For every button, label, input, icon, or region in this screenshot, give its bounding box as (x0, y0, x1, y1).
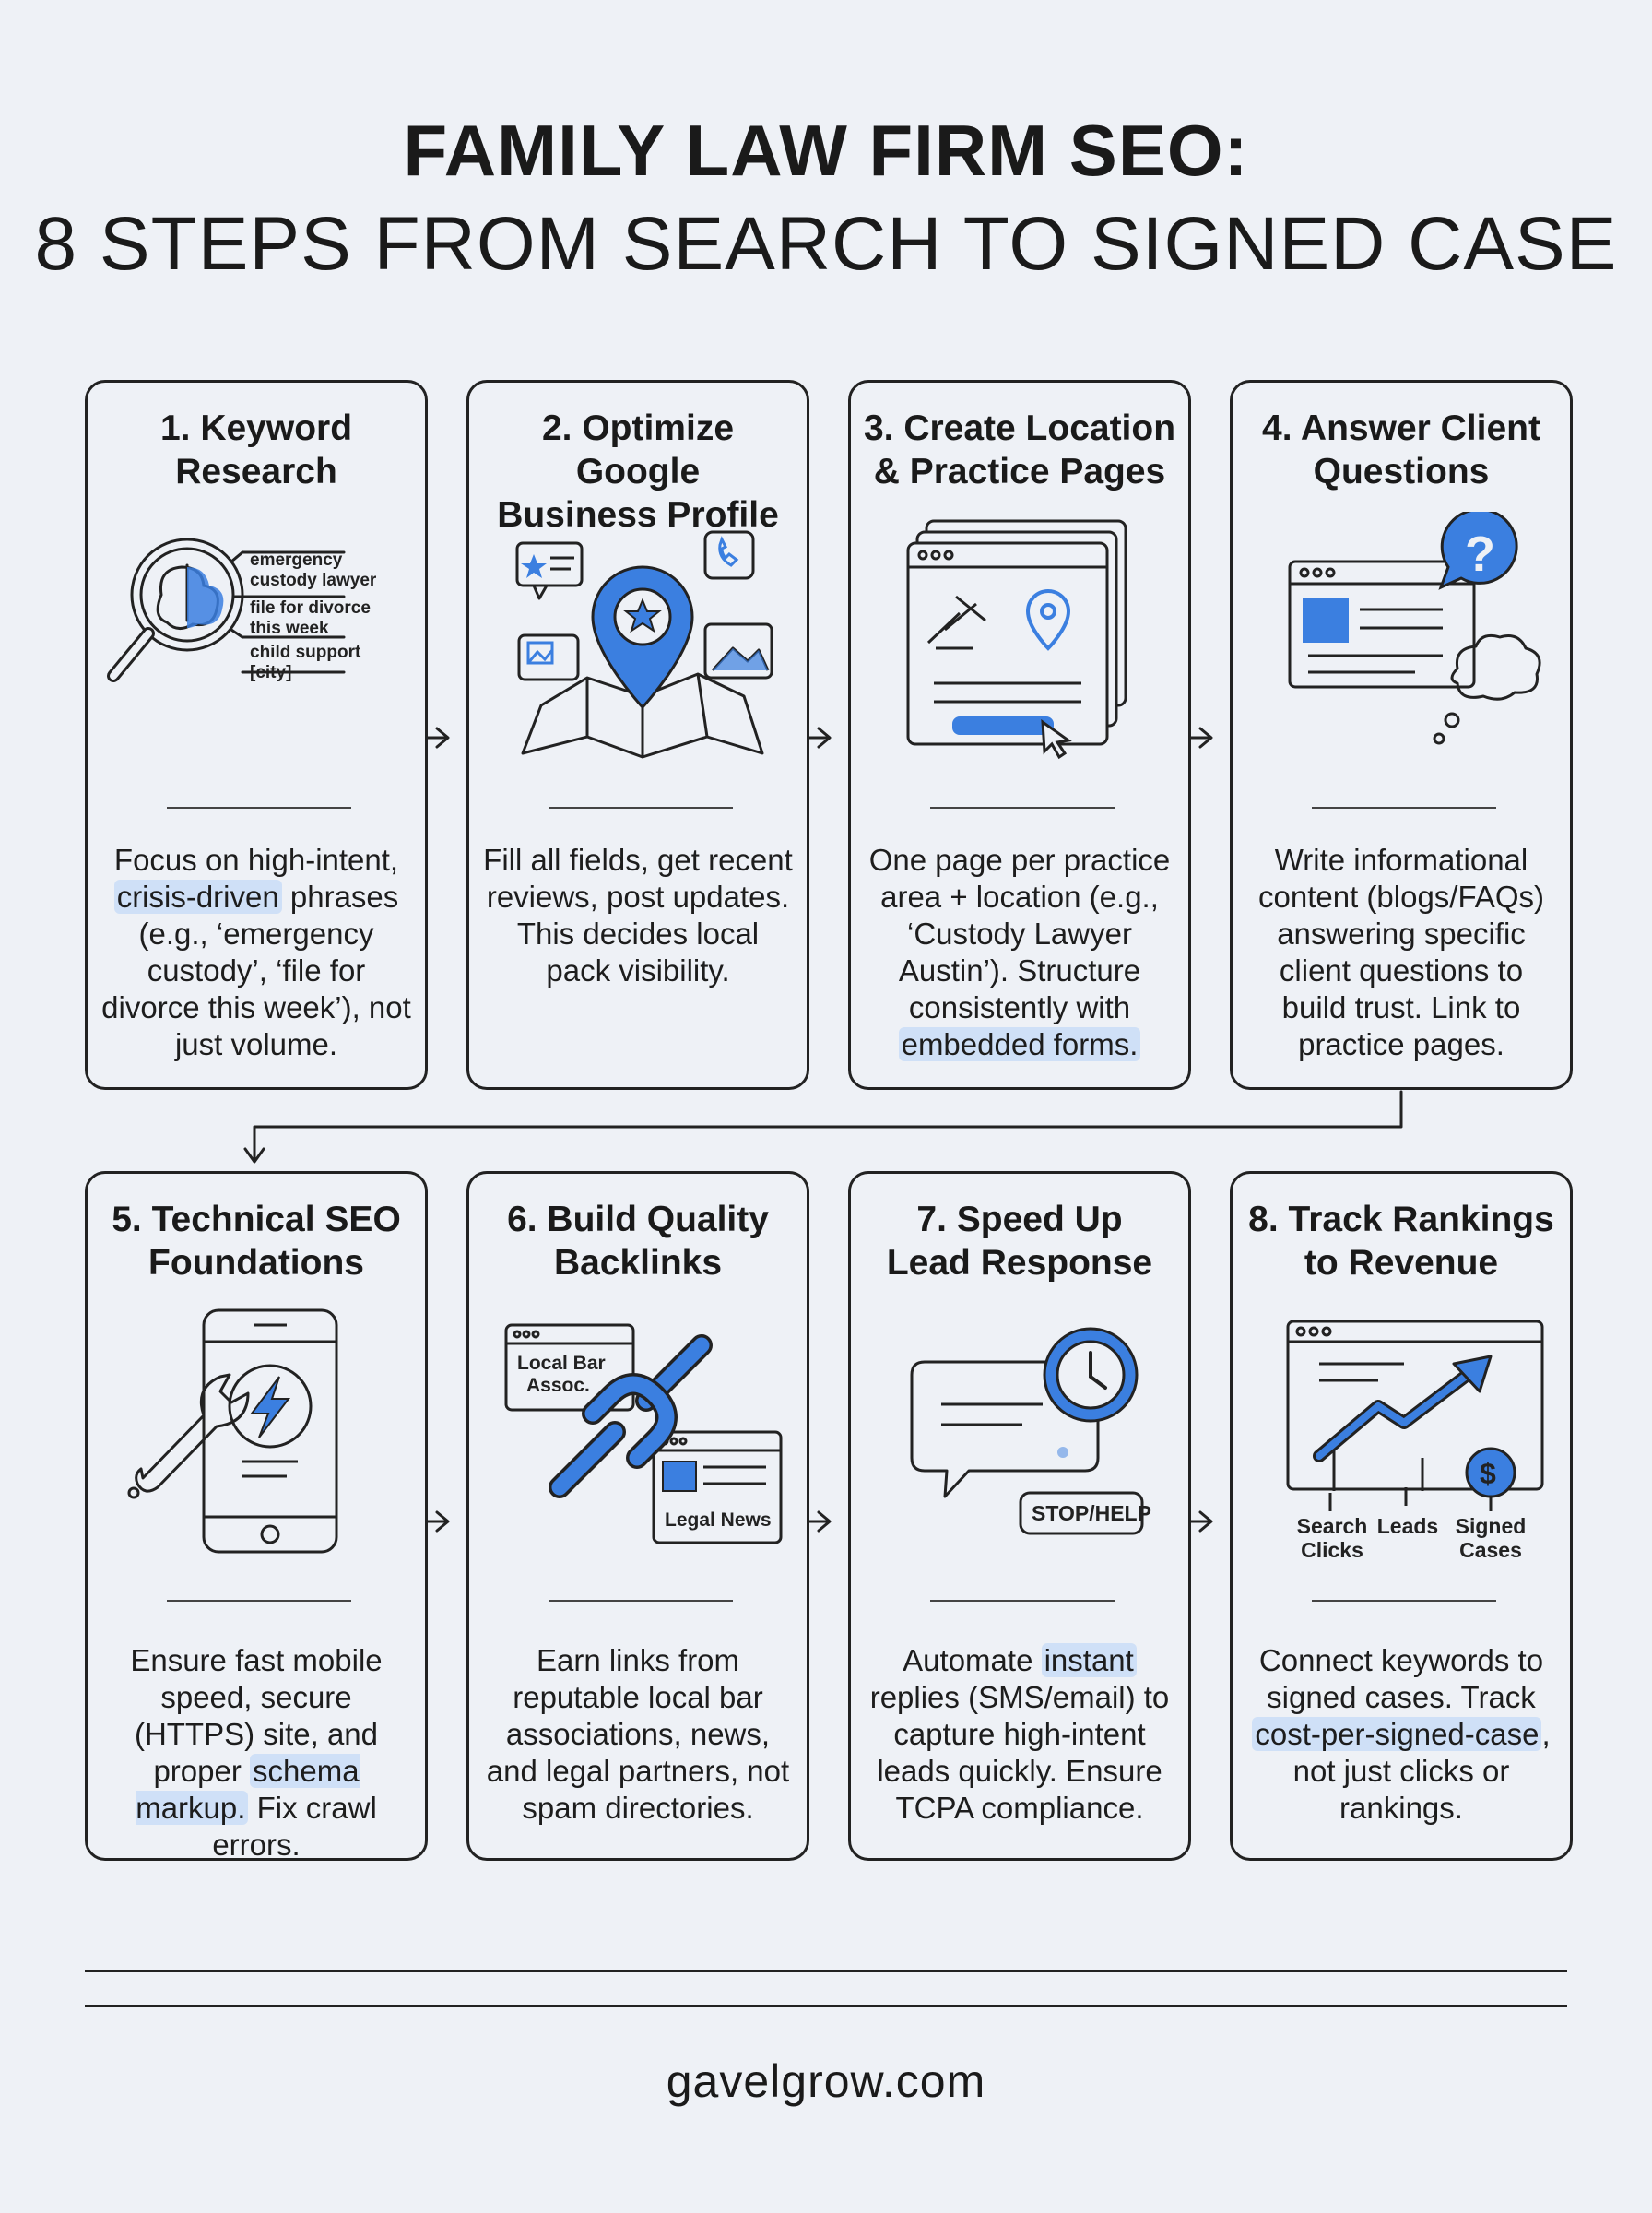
svg-text:STOP/HELP: STOP/HELP (1032, 1501, 1151, 1525)
step-card-3: 3. Create Location& Practice Pages One p… (848, 380, 1191, 1090)
step-description: Automate instant replies (SMS/email) to … (869, 1643, 1170, 1825)
magnifier-brain-icon: emergency custody lawyer file for divorc… (107, 538, 377, 682)
arrow-1-to-2 (426, 727, 450, 749)
step-description: Focus on high-intent, crisis-driven phra… (101, 843, 411, 1061)
svg-text:file for divorce: file for divorce (250, 598, 371, 618)
step-divider (549, 807, 733, 809)
web-pages-icon (906, 519, 1127, 760)
step-divider (167, 1600, 351, 1602)
step-description: Fill all fields, get recent reviews, pos… (483, 843, 793, 988)
step-divider (1312, 1600, 1496, 1602)
svg-text:Cases: Cases (1459, 1538, 1522, 1561)
map-pin-icon (515, 530, 773, 759)
page-subtitle: 8 STEPS FROM SEARCH TO SIGNED CASE (34, 202, 1618, 286)
svg-text:child support: child support (250, 643, 361, 662)
step-divider (930, 807, 1115, 809)
footer-website: gavelgrow.com (666, 2055, 986, 2107)
svg-text:Local Bar: Local Bar (517, 1353, 606, 1374)
arrow-6-to-7 (808, 1510, 832, 1533)
footer-rule-top (85, 1970, 1567, 1972)
chain-link-icon: Local Bar Assoc. Legal News (504, 1323, 783, 1544)
chat-clock-icon: STOP/HELP (910, 1327, 1151, 1535)
svg-text:$: $ (1480, 1457, 1496, 1490)
svg-text:Search: Search (1297, 1514, 1368, 1538)
step-description: Earn links from reputable local bar asso… (486, 1643, 790, 1825)
phone-wrench-icon (127, 1308, 338, 1554)
svg-text:?: ? (1465, 527, 1495, 582)
svg-text:Leads: Leads (1377, 1514, 1438, 1538)
arrow-4-to-5 (243, 1090, 1403, 1164)
step-title: 3. Create Location& Practice Pages (863, 408, 1176, 491)
page-title: FAMILY LAW FIRM SEO: (403, 110, 1249, 191)
arrow-2-to-3 (808, 727, 832, 749)
footer-rule-bottom (85, 2005, 1567, 2007)
step-description: One page per practice area + location (e… (868, 843, 1171, 1061)
step-divider (930, 1600, 1115, 1602)
step-description: Connect keywords to signed cases. Track … (1245, 1642, 1557, 1827)
svg-text:Legal News: Legal News (665, 1509, 772, 1531)
svg-text:Signed: Signed (1456, 1514, 1527, 1538)
svg-text:Clicks: Clicks (1301, 1538, 1363, 1561)
svg-text:this week: this week (250, 619, 329, 638)
svg-text:Assoc.: Assoc. (526, 1375, 590, 1396)
growth-chart-icon: $ Search Clicks Leads Signed Cases (1286, 1320, 1544, 1561)
step-divider (1312, 807, 1496, 809)
step-description: Write informational content (blogs/FAQs)… (1258, 843, 1544, 1061)
arrow-3-to-4 (1189, 727, 1213, 749)
step-divider (167, 807, 351, 809)
svg-text:emergency: emergency (250, 550, 343, 570)
svg-text:[city]: [city] (250, 663, 291, 682)
question-bubble-icon: ? (1288, 512, 1541, 745)
arrow-7-to-8 (1189, 1510, 1213, 1533)
step-divider (549, 1600, 733, 1602)
step-description: Ensure fast mobile speed, secure (HTTPS)… (130, 1643, 383, 1862)
svg-text:custody lawyer: custody lawyer (250, 571, 377, 590)
arrow-5-to-6 (426, 1510, 450, 1533)
